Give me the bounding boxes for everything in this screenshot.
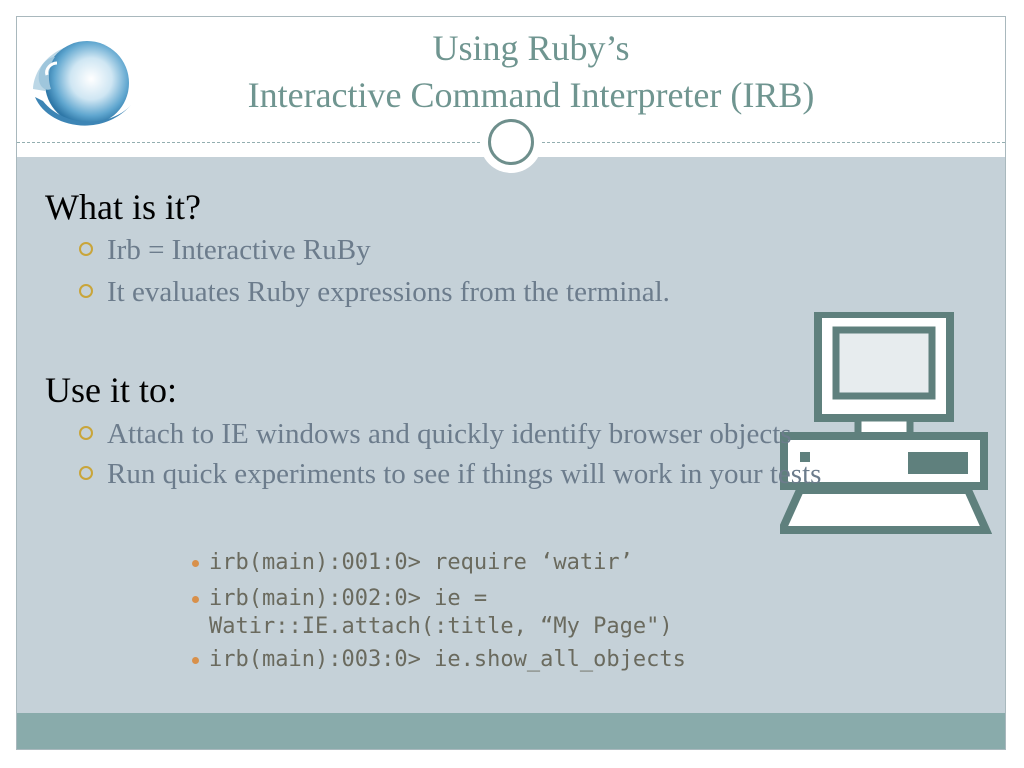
circle-bullet-icon	[79, 466, 93, 480]
heading-what-is-it: What is it?	[45, 187, 201, 227]
slide: Using Ruby’s Interactive Command Interpr…	[16, 16, 1006, 750]
slide-title: Using Ruby’s Interactive Command Interpr…	[77, 25, 985, 119]
dot-bullet-icon	[192, 560, 199, 567]
circle-bullet-icon	[79, 284, 93, 298]
dot-bullet-icon	[192, 657, 199, 664]
computer-icon	[780, 312, 992, 534]
code-line-3: irb(main):003:0> ie.show_all_objects	[192, 646, 769, 674]
circle-bullet-icon	[79, 242, 93, 256]
heading-use-it-to: Use it to:	[45, 370, 177, 410]
bullet-irb-definition: Irb = Interactive RuBy	[79, 233, 371, 267]
bullet-run-experiments: Run quick experiments to see if things w…	[79, 457, 821, 491]
circle-bullet-icon	[79, 426, 93, 440]
slide-header: Using Ruby’s Interactive Command Interpr…	[17, 17, 1005, 157]
bullet-evaluates-ruby: It evaluates Ruby expressions from the t…	[79, 275, 670, 309]
ring-ornament-icon	[488, 119, 534, 165]
title-line-1: Using Ruby’s	[432, 28, 630, 68]
code-line-1: irb(main):001:0> require ‘watir’	[192, 549, 769, 577]
bullet-attach-ie: Attach to IE windows and quickly identif…	[79, 417, 792, 451]
slide-content: What is it? Irb = Interactive RuBy It ev…	[17, 157, 1005, 715]
globe-logo-icon	[33, 41, 131, 126]
slide-footer-band	[17, 713, 1005, 749]
dot-bullet-icon	[192, 596, 199, 603]
title-line-2: Interactive Command Interpreter (IRB)	[247, 75, 815, 115]
code-line-2: irb(main):002:0> ie = Watir::IE.attach(:…	[192, 585, 749, 641]
